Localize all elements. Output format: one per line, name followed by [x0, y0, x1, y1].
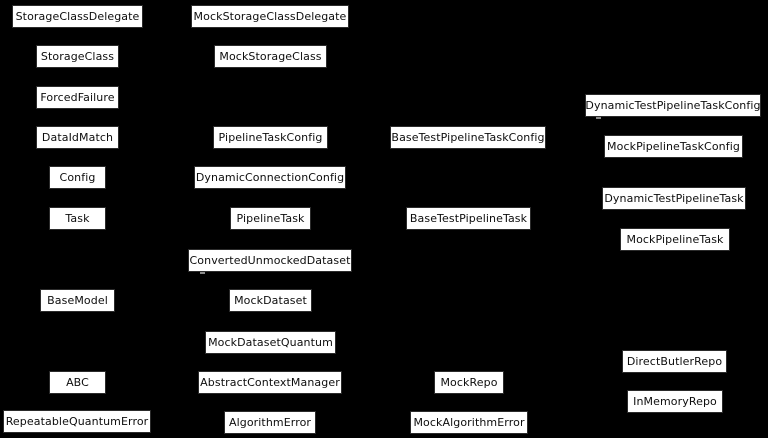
- class-node[interactable]: MockRepo: [434, 371, 504, 394]
- class-node[interactable]: InMemoryRepo: [627, 390, 723, 413]
- class-node[interactable]: BaseTestPipelineTask: [406, 207, 531, 230]
- class-node[interactable]: DataIdMatch: [36, 126, 119, 149]
- class-node[interactable]: MockDatasetQuantum: [205, 331, 336, 354]
- class-node[interactable]: MockPipelineTask: [620, 228, 730, 251]
- edge-stub: [596, 117, 601, 119]
- class-node[interactable]: BaseModel: [40, 289, 115, 312]
- class-node[interactable]: ForcedFailure: [36, 86, 119, 109]
- class-node[interactable]: DirectButlerRepo: [622, 350, 727, 373]
- class-node[interactable]: DynamicTestPipelineTask: [602, 187, 746, 210]
- class-node[interactable]: ABC: [49, 371, 106, 394]
- class-node[interactable]: MockStorageClassDelegate: [191, 5, 349, 28]
- class-node[interactable]: MockAlgorithmError: [410, 411, 528, 434]
- class-node[interactable]: MockDataset: [229, 289, 312, 312]
- class-node[interactable]: MockPipelineTaskConfig: [604, 135, 743, 158]
- class-node[interactable]: MockStorageClass: [214, 45, 327, 68]
- class-node[interactable]: StorageClassDelegate: [12, 5, 143, 28]
- class-node[interactable]: PipelineTaskConfig: [213, 126, 328, 149]
- class-node[interactable]: AlgorithmError: [224, 411, 316, 434]
- class-node[interactable]: DynamicConnectionConfig: [194, 166, 346, 189]
- class-node[interactable]: BaseTestPipelineTaskConfig: [390, 126, 546, 149]
- class-node[interactable]: PipelineTask: [230, 207, 311, 230]
- class-node[interactable]: Config: [49, 166, 106, 189]
- class-node[interactable]: DynamicTestPipelineTaskConfig: [585, 94, 761, 117]
- class-node[interactable]: AbstractContextManager: [198, 371, 342, 394]
- class-node[interactable]: StorageClass: [36, 45, 119, 68]
- class-node[interactable]: ConvertedUnmockedDataset: [188, 249, 352, 272]
- edge-stub: [200, 272, 205, 274]
- class-node[interactable]: RepeatableQuantumError: [3, 410, 151, 433]
- class-node[interactable]: Task: [49, 207, 106, 230]
